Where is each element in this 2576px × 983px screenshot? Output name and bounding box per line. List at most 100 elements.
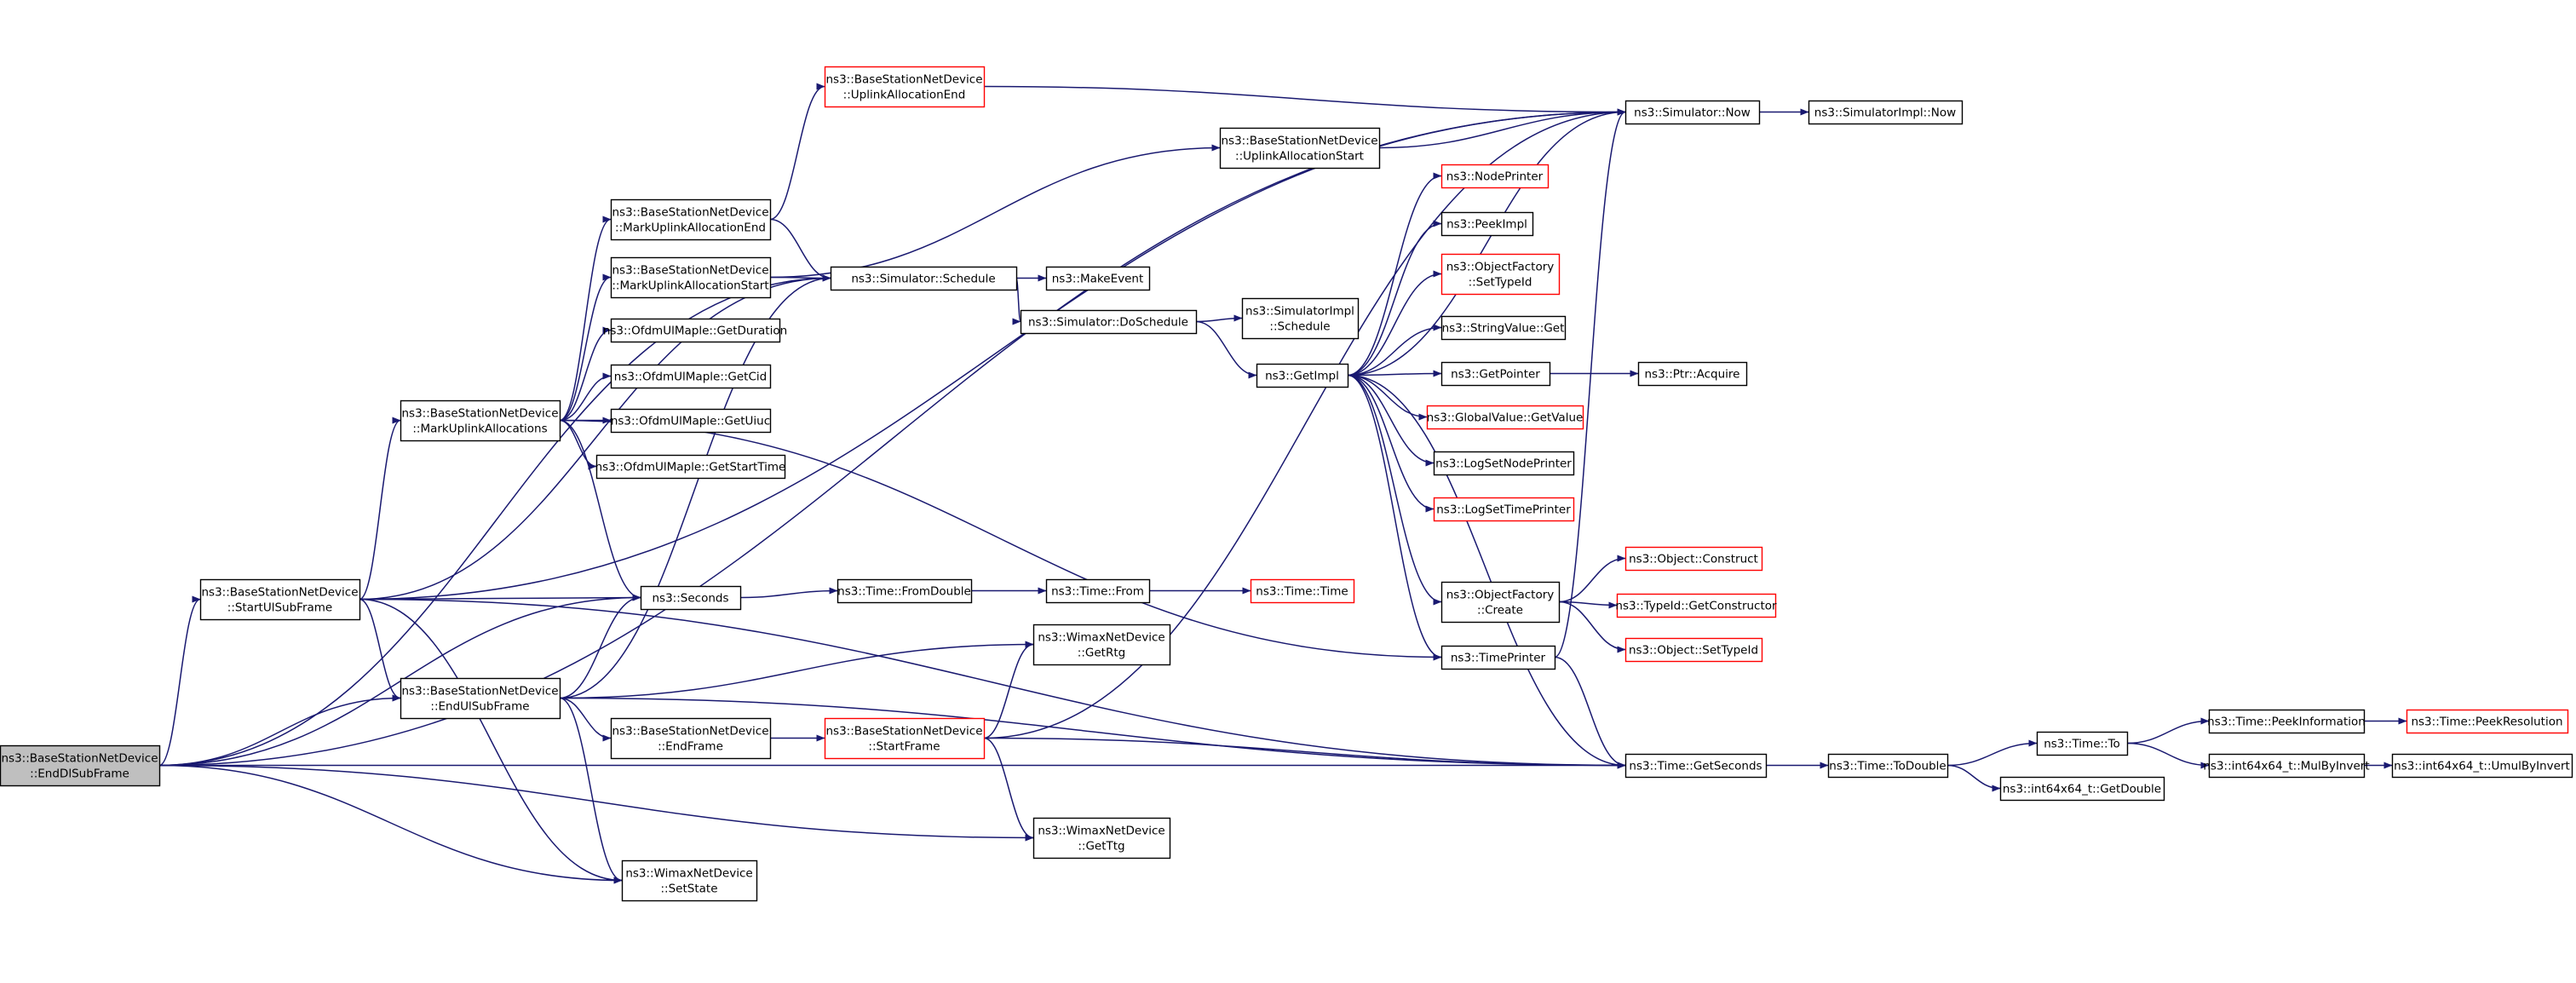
node-wimaxnetdevice-getttg[interactable]: ns3::WimaxNetDevice::GetTtg [1032,817,1171,859]
node-ofdmulmaple-getuiuc[interactable]: ns3::OfdmUlMaple::GetUiuc [610,408,772,434]
node-basestationnetdevice-enddlsubframe[interactable]: ns3::BaseStationNetDevice::EndDlSubFrame [0,744,161,787]
node-box [1440,211,1534,237]
edge-endul-to-schedule [559,274,831,699]
node-box [1440,581,1561,624]
edge-timeto-to-peekinfo [2126,717,2210,744]
node-timeprinter[interactable]: ns3::TimePrinter [1440,645,1556,670]
node-simulatorimpl-now[interactable]: ns3::SimulatorImpl::Now [1808,100,1964,125]
edge-todouble-to-timeto [1946,739,2038,767]
node-time-fromdouble[interactable]: ns3::Time::FromDouble [837,578,973,604]
node-label: ns3::Simulator::Now [1634,106,1751,120]
edge-startul-to-markua [359,417,401,601]
node-time-todouble[interactable]: ns3::Time::ToDouble [1827,753,1949,779]
node-logsetnodeprinter[interactable]: ns3::LogSetNodePrinter [1433,451,1575,476]
node-basestationnetdevice-uplinkallocationend[interactable]: ns3::BaseStationNetDevice::UplinkAllocat… [824,66,986,108]
node-getimpl[interactable]: ns3::GetImpl [1256,363,1349,388]
node-box [610,717,772,760]
node-label: ns3::StringValue::Get [1442,322,1565,336]
edge-getimpl-to-ofcreate [1347,374,1442,606]
node-box [2406,709,2569,734]
edge-endul-to-seconds [559,594,641,699]
edge-root-to-endul [158,694,401,767]
node-ofdmulmaple-getstarttime[interactable]: ns3::OfdmUlMaple::GetStartTime [595,454,786,480]
node-peekimpl[interactable]: ns3::PeekImpl [1440,211,1534,237]
node-basestationnetdevice-endulsubframe[interactable]: ns3::BaseStationNetDevice::EndUlSubFrame [400,677,561,720]
node-basestationnetdevice-endframe[interactable]: ns3::BaseStationNetDevice::EndFrame [610,717,772,760]
node-label: ns3::ObjectFactory [1446,261,1555,274]
node-label: ns3::Time::FromDouble [837,585,971,599]
node-stringvalue-get[interactable]: ns3::StringValue::Get [1440,315,1567,341]
node-label: ns3::Time::PeekResolution [2411,716,2562,729]
node-globalvalue-getvalue[interactable]: ns3::GlobalValue::GetValue [1427,405,1584,430]
node-wimaxnetdevice-setstate[interactable]: ns3::WimaxNetDevice::SetState [621,859,758,902]
node-label: ns3::WimaxNetDevice [1038,631,1164,645]
node-box [1440,645,1556,670]
node-label: ns3::ObjectFactory [1446,589,1555,602]
node-wimaxnetdevice-getrtg[interactable]: ns3::WimaxNetDevice::GetRtg [1032,624,1171,666]
node-label: ::GetTtg [1078,840,1124,854]
node-time-time[interactable]: ns3::Time::Time [1250,578,1355,604]
node-label: ns3::BaseStationNetDevice [1,752,158,766]
edge-startframe-to-getrtg [983,641,1034,739]
node-ptr-acquire[interactable]: ns3::Ptr::Acquire [1637,361,1748,387]
node-simulator-doschedule[interactable]: ns3::Simulator::DoSchedule [1020,309,1198,335]
node-seconds[interactable]: ns3::Seconds [640,585,742,611]
node-box [610,256,772,299]
node-basestationnetdevice-markuplinkallocationend[interactable]: ns3::BaseStationNetDevice::MarkUplinkAll… [610,198,772,241]
node-box [1637,361,1748,387]
edge-endul-to-getseconds [559,697,1626,769]
node-box [1624,100,1761,125]
node-objectfactory-settypeid[interactable]: ns3::ObjectFactory::SetTypeId [1440,253,1561,296]
node-basestationnetdevice-markuplinkallocationstart[interactable]: ns3::BaseStationNetDevice::MarkUplinkAll… [610,256,772,299]
node-ofdmulmaple-getduration[interactable]: ns3::OfdmUlMaple::GetDuration [603,318,787,343]
node-makeevent[interactable]: ns3::MakeEvent [1045,266,1151,291]
node-logsettimeprinter[interactable]: ns3::LogSetTimePrinter [1433,497,1575,522]
node-basestationnetdevice-startulsubframe[interactable]: ns3::BaseStationNetDevice::StartUlSubFra… [199,578,361,621]
node-simulatorimpl-schedule[interactable]: ns3::SimulatorImpl::Schedule [1241,297,1360,340]
node-simulator-schedule[interactable]: ns3::Simulator::Schedule [830,266,1018,291]
node-time-getseconds[interactable]: ns3::Time::GetSeconds [1624,753,1768,779]
node-label: ns3::Time::From [1051,585,1144,599]
node-basestationnetdevice-markuplinkallocations[interactable]: ns3::BaseStationNetDevice::MarkUplinkAll… [400,400,561,442]
node-time-from[interactable]: ns3::Time::From [1045,578,1151,604]
node-box [1440,253,1561,296]
node-label: ns3::BaseStationNetDevice [612,264,768,278]
node-object-settypeid[interactable]: ns3::Object::SetTypeId [1624,637,1763,663]
node-label: ns3::int64x64_t::GetDouble [2003,783,2161,796]
edge-markua-to-getdur [559,326,612,422]
edge-markua-to-markuae [559,216,612,422]
node-box [1433,451,1575,476]
node-box [1808,100,1964,125]
node-label: ns3::OfdmUlMaple::GetCid [614,371,767,384]
node-label: ns3::OfdmUlMaple::GetStartTime [595,461,786,474]
node-basestationnetdevice-startframe[interactable]: ns3::BaseStationNetDevice::StartFrame [824,717,986,760]
node-time-to[interactable]: ns3::Time::To [2036,731,2129,756]
node-ofdmulmaple-getcid[interactable]: ns3::OfdmUlMaple::GetCid [610,364,772,389]
node-object-construct[interactable]: ns3::Object::Construct [1624,546,1763,572]
node-label: ns3::Object::Construct [1629,553,1758,566]
edge-markuae-to-ulae [769,83,825,221]
node-box [1032,624,1171,666]
edge-markuas-to-schedule [769,274,831,282]
node-int64x64-t-getdouble[interactable]: ns3::int64x64_t::GetDouble [1999,776,2165,802]
node-label: ::EndUlSubFrame [430,700,529,714]
node-box [1999,776,2165,802]
edge-markua-to-seconds [559,419,641,601]
edge-markua-to-getcid [559,372,612,422]
node-objectfactory-create[interactable]: ns3::ObjectFactory::Create [1440,581,1561,624]
node-basestationnetdevice-uplinkallocationstart[interactable]: ns3::BaseStationNetDevice::UplinkAllocat… [1219,127,1381,170]
node-box [199,578,361,621]
node-box [1020,309,1198,335]
node-nodeprinter[interactable]: ns3::NodePrinter [1440,164,1550,189]
node-int64x64-t-mulbyinvert[interactable]: ns3::int64x64_t::MulByInvert [2203,753,2370,779]
node-simulator-now[interactable]: ns3::Simulator::Now [1624,100,1761,125]
node-getpointer[interactable]: ns3::GetPointer [1440,361,1551,387]
edge-getimpl-to-logsettp [1347,374,1435,513]
node-typeid-getconstructor[interactable]: ns3::TypeId::GetConstructor [1615,593,1777,618]
node-time-peekresolution[interactable]: ns3::Time::PeekResolution [2406,709,2569,734]
node-time-peekinformation[interactable]: ns3::Time::PeekInformation [2207,709,2366,734]
node-int64x64-t-umulbyinvert[interactable]: ns3::int64x64_t::UmulByInvert [2391,753,2573,779]
node-label: ns3::LogSetTimePrinter [1436,503,1571,517]
node-box [1440,164,1550,189]
node-box [1624,546,1763,572]
